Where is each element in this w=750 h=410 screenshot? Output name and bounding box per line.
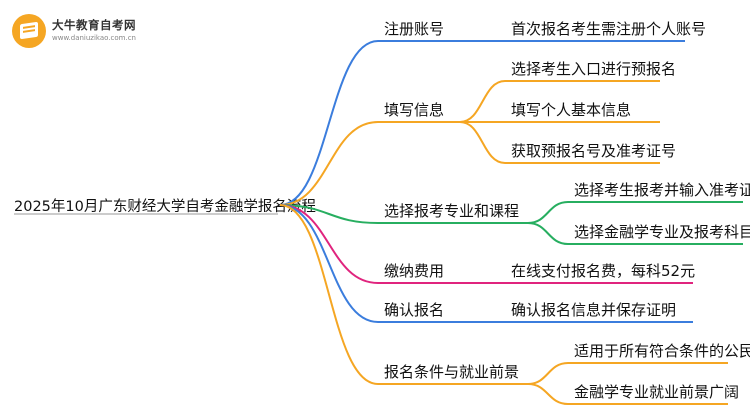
leaf-topic-4-0: 确认报名信息并保存证明 — [511, 301, 676, 319]
connector-branch-leaf-1-0 — [459, 80, 506, 123]
connector-root-branch-5 — [279, 204, 379, 385]
branch-topic-2: 选择报考专业和课程 — [384, 202, 519, 220]
brand-logo: 大牛教育自考网 www.daniuzikao.com.cn — [12, 14, 136, 48]
connector-branch-leaf-5-0 — [527, 362, 569, 385]
connector-root-branch-0 — [279, 40, 379, 206]
connector-branch-leaf-5-1 — [527, 383, 569, 405]
branch-topic-5: 报名条件与就业前景 — [384, 363, 519, 381]
leaf-topic-1-2: 获取预报名号及准考证号 — [511, 142, 676, 160]
brand-url: www.daniuzikao.com.cn — [52, 33, 136, 42]
leaf-topic-0-0: 首次报名考生需注册个人账号 — [511, 20, 706, 38]
leaf-topic-1-1: 填写个人基本信息 — [511, 101, 631, 119]
branch-topic-0: 注册账号 — [384, 20, 444, 38]
branch-topic-3: 缴纳费用 — [384, 262, 444, 280]
leaf-topic-2-1: 选择金融学专业及报考科目 — [574, 223, 750, 241]
branch-topic-1: 填写信息 — [384, 101, 444, 119]
branch-topic-4: 确认报名 — [384, 301, 444, 319]
connector-root-branch-4 — [279, 204, 379, 323]
leaf-topic-3-0: 在线支付报名费，每科52元 — [511, 262, 695, 280]
connector-root-branch-2 — [279, 204, 379, 224]
brand-name: 大牛教育自考网 — [52, 18, 136, 33]
leaf-topic-2-0: 选择考生报考并输入准考证号 — [574, 181, 750, 199]
leaf-topic-5-1: 金融学专业就业前景广阔 — [574, 383, 739, 401]
leaf-topic-1-0: 选择考生入口进行预报名 — [511, 60, 676, 78]
connector-branch-leaf-1-2 — [459, 121, 506, 164]
leaf-topic-5-0: 适用于所有符合条件的公民 — [574, 342, 750, 360]
connector-root-branch-1 — [279, 121, 379, 206]
connector-branch-leaf-2-0 — [527, 201, 569, 224]
connector-branch-leaf-2-1 — [527, 222, 569, 245]
root-topic: 2025年10月广东财经大学自考金融学报名流程 — [14, 198, 316, 215]
connector-root-branch-3 — [279, 204, 379, 284]
book-icon — [12, 14, 46, 48]
